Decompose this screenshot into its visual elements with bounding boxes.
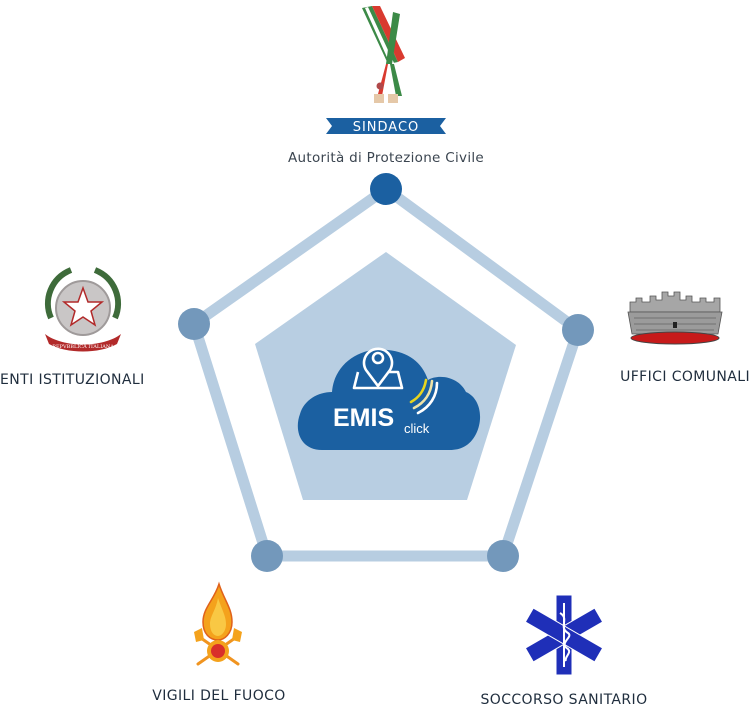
- firefighters-emblem-icon: [194, 581, 242, 666]
- uffici-comunali-label: UFFICI COMUNALI: [620, 369, 750, 385]
- outer-pentagon: [188, 183, 584, 562]
- brand-main-text: EMIS: [333, 404, 394, 432]
- node-uffici-comunali[interactable]: [562, 314, 594, 346]
- brand-sub-text: click: [404, 421, 430, 436]
- map-pin-icon: [352, 347, 404, 390]
- node-soccorso-sanitario[interactable]: [487, 540, 519, 572]
- node-sindaco[interactable]: [370, 173, 402, 205]
- vigili-del-fuoco-label: VIGILI DEL FUOCO: [152, 688, 285, 704]
- emis-click-logo: EMIS click: [297, 347, 481, 450]
- cloud-shape: [297, 349, 481, 450]
- emblem-text: REPVBBLICA ITALIANA: [52, 344, 114, 350]
- soccorso-sanitario-label: SOCCORSO SANITARIO: [480, 692, 647, 708]
- sindaco-badge-text: SINDACO: [353, 120, 420, 135]
- pentagon-edges: [188, 183, 584, 562]
- star-of-life-icon: [524, 594, 604, 676]
- sindaco-badge: SINDACO: [326, 118, 446, 135]
- italian-republic-emblem-icon: REPVBBLICA ITALIANA: [44, 267, 122, 352]
- mayor-sash-icon: [362, 6, 405, 103]
- node-enti-istituzionali[interactable]: [178, 308, 210, 340]
- sindaco-subtitle: Autorità di Protezione Civile: [288, 150, 484, 166]
- node-vigili-del-fuoco[interactable]: [251, 540, 283, 572]
- enti-istituzionali-label: ENTI ISTITUZIONALI: [0, 372, 145, 388]
- municipal-crown-icon: [627, 291, 723, 345]
- signal-waves-icon: [409, 378, 439, 415]
